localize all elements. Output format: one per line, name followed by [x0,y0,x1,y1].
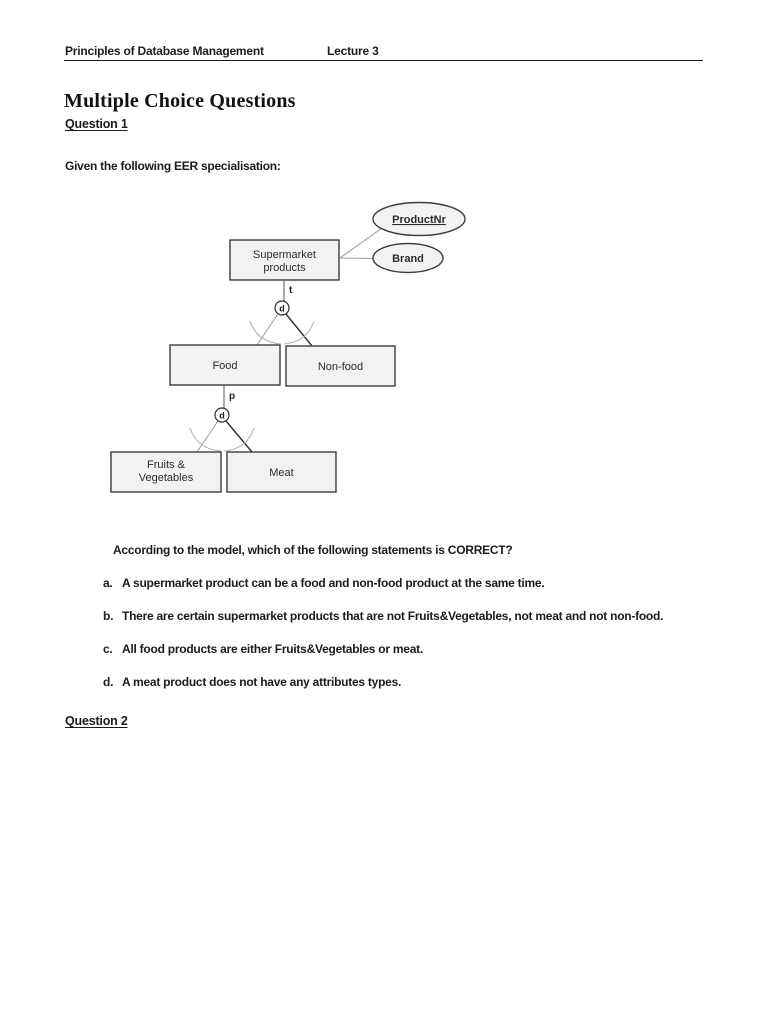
option-c-text: All food products are either Fruits&Vege… [122,642,423,656]
attribute-brand: Brand [372,242,444,274]
spec2-left-subset-arc [189,427,222,452]
entity-fruits-vegetables: Fruits & Vegetables [110,451,222,493]
question1-prompt-prefix: According to the model, which of the fol… [113,543,448,557]
entity-food-label: Food [212,360,237,372]
question1-prompt: According to the model, which of the fol… [113,543,513,557]
entity-fruits-line1: Fruits & [147,459,186,471]
option-d-text: A meat product does not have any attribu… [122,675,402,689]
attribute-brand-label: Brand [392,253,424,265]
option-a-letter: a. [103,576,113,590]
attribute-productnr-label: ProductNr [392,214,447,226]
entity-supermarket-line2: products [263,262,306,274]
spec1-completeness-label: t [289,285,293,296]
spec2-right-link [225,420,253,453]
question1-label: Question 1 [65,117,128,131]
eer-diagram: ProductNr Brand Supermarket products t d… [110,201,466,493]
spec1-disjoint-circle [274,300,290,316]
spec1-left-subset-arc [249,320,282,345]
attr-connector-productnr [339,227,383,259]
option-b-text: There are certain supermarket products t… [122,609,664,623]
spec2-completeness-label: p [229,391,235,402]
option-d: d. A meat product does not have any attr… [103,675,401,689]
entity-meat: Meat [226,451,337,493]
entity-nonfood-label: Non-food [318,361,363,373]
header-divider [64,60,703,61]
spec2-disjoint-label: d [219,411,225,421]
spec1-left-link [256,313,279,346]
header-lecture-number: Lecture 3 [327,44,379,58]
entity-fruits-line2: Vegetables [139,472,194,484]
attr-connector-brand [339,257,374,259]
question1-prompt-suffix: ? [505,543,513,557]
spec1-disjoint-label: d [279,304,285,314]
option-c-letter: c. [103,642,113,656]
question2-label: Question 2 [65,714,128,728]
spec2-right-subset-arc [223,427,255,452]
entity-nonfood: Non-food [285,345,396,387]
attribute-productnr: ProductNr [372,201,466,237]
spec1-right-link [285,313,313,347]
option-b-letter: b. [103,609,114,623]
question1-intro: Given the following EER specialisation: [65,159,281,173]
spec1-right-subset-arc [283,320,315,345]
header-course-title: Principles of Database Management [65,44,264,58]
question1-prompt-emphasis: CORRECT [447,543,506,557]
option-a: a. A supermarket product can be a food a… [103,576,545,590]
entity-food: Food [169,344,281,386]
spec2-left-link [196,420,219,453]
option-a-text: A supermarket product can be a food and … [122,576,545,590]
spec2-disjoint-circle [214,407,230,423]
option-d-letter: d. [103,675,114,689]
entity-supermarket-products: Supermarket products [229,239,340,281]
page-title: Multiple Choice Questions [64,90,296,112]
option-c: c. All food products are either Fruits&V… [103,642,423,656]
entity-meat-label: Meat [269,467,293,479]
option-b: b. There are certain supermarket product… [103,609,663,623]
entity-supermarket-line1: Supermarket [253,249,316,261]
